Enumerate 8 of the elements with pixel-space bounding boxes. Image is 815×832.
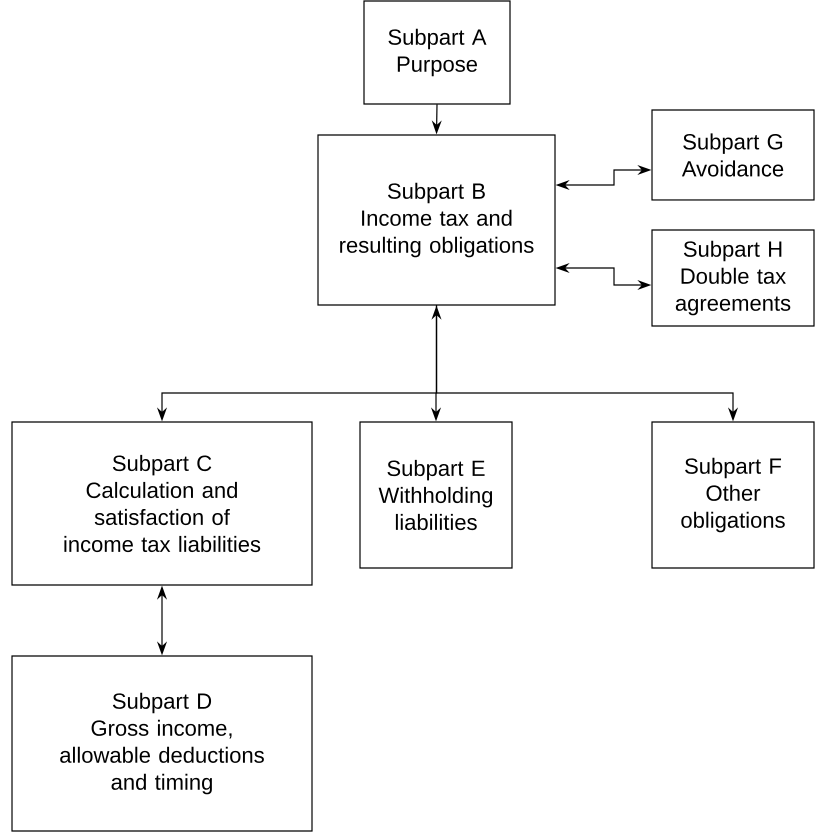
process-box: Subpart G Avoidance bbox=[651, 109, 815, 201]
process-box: Subpart D Gross income, allowable deductions and timing bbox=[11, 655, 313, 832]
process-box: Subpart B Income tax and resulting obligations bbox=[317, 134, 556, 306]
process-box: Subpart H Double tax agreements bbox=[651, 229, 815, 327]
process-box: Subpart A Purpose bbox=[363, 0, 511, 105]
process-box: Subpart F Other obligations bbox=[651, 421, 815, 569]
process-box: Subpart E Withholding liabilities bbox=[359, 421, 513, 569]
process-box: Subpart C Calculation and satisfaction of income tax liabilities bbox=[11, 421, 313, 586]
